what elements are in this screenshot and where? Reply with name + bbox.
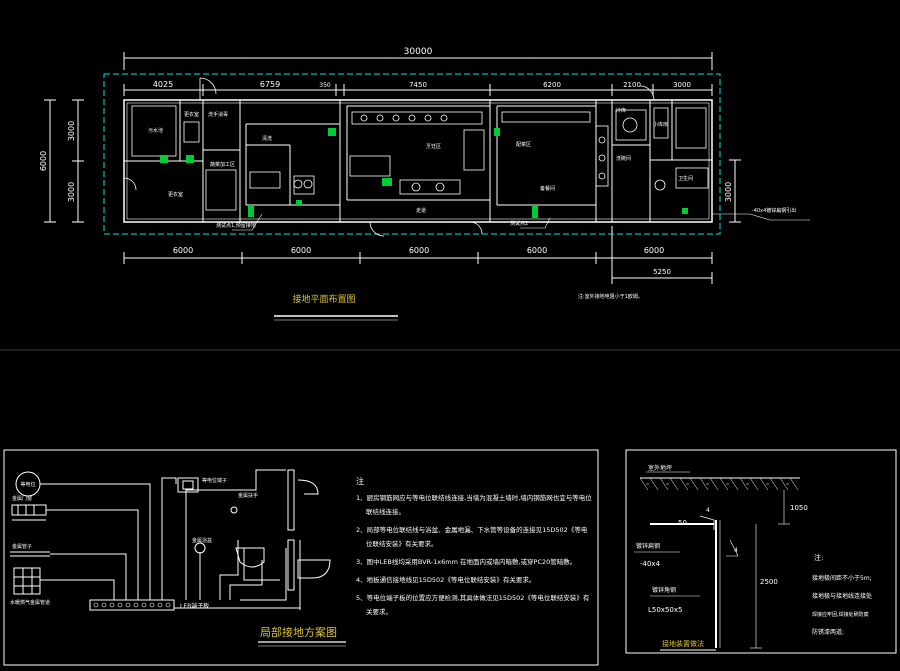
room-label: 更衣室 [184,111,199,118]
local-mid-1: 金属扶手 [238,492,258,499]
detail-note: 接地极与接地线连接处 [812,592,872,600]
dim-bottom-4: 6000 [527,246,547,255]
flat-steel-spec: -40x4 [640,560,661,568]
room-label: 卫生间 [678,175,693,182]
local-item-3: 水暖燃气金属管道 [10,599,50,606]
callout-mid: 测试点2 [510,220,528,227]
detail-panel-frame [625,449,897,654]
dim-bottom-2: 6000 [291,246,311,255]
fixtures [131,105,709,211]
equipotential-boxes [160,128,688,218]
detail-note: 防锈漆两道; [812,628,844,636]
local-item-2: 金属管子 [12,543,32,550]
dim-1050: 1050 [790,504,808,512]
ground-surface-label: 室外地坪 [648,464,672,472]
room-label: 洗碗间 [616,155,631,162]
room-label: 配菜区 [516,141,531,148]
detail-notes-title: 注: [814,553,823,562]
local-note: 4、地板通信接地线见15D502《等电位联结安装》有关要求。 [356,575,535,584]
dim-top-7: 3000 [673,81,691,89]
dim-left [44,99,84,223]
grounding-plan: 30000 4025 6759 350 7450 6200 2100 3000 [39,47,810,321]
local-item-0: 等电位 [20,481,35,488]
dim-top-3: 350 [319,82,331,89]
callout-leaders [232,213,810,231]
dim-top-5: 6200 [543,81,561,89]
leb-terminal-label: LEB端子板 [180,602,209,610]
local-mid-2: 金属浴盆 [192,537,212,544]
dim-overall [123,52,713,70]
leb-terminal-bar [89,599,175,611]
dim-bottom-3: 6000 [409,246,429,255]
room-label: 污水池 [148,127,163,134]
angle-steel-spec: L50x50x5 [648,606,682,614]
angle-steel-label: 镀锌角钢 [652,586,676,594]
local-title: 局部接地方案图 [260,625,337,639]
dim-top-2: 6759 [260,80,280,89]
dim-bottom-sub: 5250 [653,268,671,276]
room-label: 冷库 [616,107,626,114]
local-note: 5、等电位端子板的位置应方便检测,其具体做法见15D502《等电位联结安装》有关… [356,593,590,616]
local-note: 2、局部等电位联结线与浴盆、金属地漏、下水管等设备的连接见15D502《等电位联… [356,525,588,548]
dim-50: 50 [678,519,687,527]
dim-left-1: 3000 [67,121,76,141]
dim-overall-label: 30000 [404,47,433,57]
local-panel-frame [3,449,599,666]
local-item-1: 金属门窗 [12,495,32,502]
dim-top-chain [123,84,713,96]
local-notes: 1、厨房钢筋网应与等电位联结线连接,当墙为混凝土墙时,墙内钢筋网也宜与等电位联结… [356,493,592,616]
dim-right [729,159,741,223]
local-mid-0: 等电位端子 [202,477,227,484]
dim-4a: 4 [706,507,710,514]
room-label: 洗手消毒 [208,111,228,118]
room-label: 走道 [416,207,426,214]
local-wiring [40,469,301,610]
plan-side-note: 注:室外接地电阻小于1欧姆。 [578,293,643,300]
local-bonding-panel: 等电位 金属门窗 金属管子 水暖燃气金属管道 [3,449,599,666]
room-label: 小库房 [653,121,668,128]
door-swings [123,77,655,237]
room-label: 烹饪区 [426,143,441,150]
dim-bottom-chain [123,226,713,284]
dim-bottom-1: 6000 [173,246,193,255]
local-note: 3、图中LEB线均采用BVR-1x6mm 在地面内或墙内暗敷,或穿PC20管暗敷… [356,557,576,566]
dim-bottom-5: 6000 [644,246,664,255]
dim-left-total: 6000 [39,151,48,171]
callout-left: 测试点1,预留接地 [216,222,256,229]
dim-top-4: 7450 [409,81,427,89]
detail-note: 焊接应牢固,焊接处刷防腐 [812,611,869,618]
detail-note: 接地极间距不小于5m; [812,574,872,582]
room-label: 清洗 [262,135,272,142]
room-label: 更衣室 [168,191,183,198]
dim-2500: 2500 [760,578,778,586]
detail-title: 接地装置做法 [662,639,704,648]
callout-right: -40x4镀锌扁钢引出 [752,207,796,214]
interior-walls [124,100,712,222]
dim-left-2: 3000 [67,182,76,202]
dim-right-label: 3000 [724,182,733,202]
room-label: 蔬菜加工区 [210,161,235,168]
plan-title: 接地平面布置图 [292,293,355,305]
room-label: 备餐间 [540,185,555,192]
local-note: 1、厨房钢筋网应与等电位联结线连接,当墙为混凝土墙时,墙内钢筋网也宜与等电位联结… [356,493,592,516]
dim-top-6: 2100 [623,81,641,89]
local-notes-title: 注 [356,476,364,486]
dim-4b: 4 [734,547,738,554]
grounding-detail-panel: 室外地坪 50 4 4 1050 2500 镀锌扁钢 -40x4 镀锌角钢 L5… [625,449,897,654]
dim-top-1: 4025 [153,80,173,89]
ground-ring [103,73,721,235]
flat-steel-label: 镀锌扁钢 [636,542,660,550]
